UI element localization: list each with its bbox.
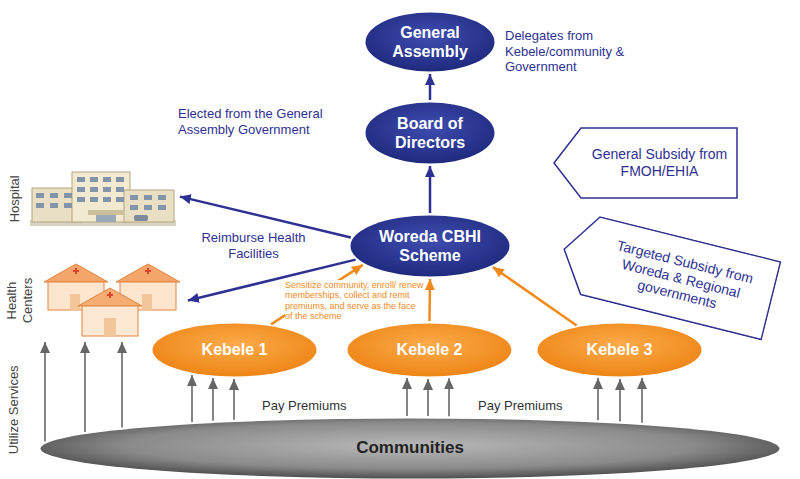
node-text: General Assembly <box>380 23 480 61</box>
flow-arrow <box>429 166 432 213</box>
flow-arrow <box>212 378 214 421</box>
flow-arrow <box>406 378 408 416</box>
ellipse-shape <box>351 216 510 277</box>
ellipse-outline <box>350 215 510 277</box>
hospital-illustration <box>30 172 176 226</box>
ellipse-shape <box>153 324 317 377</box>
flow-arrow <box>191 375 193 422</box>
ellipse-shape <box>366 13 495 72</box>
flow-arrow <box>427 379 429 416</box>
flow-arrow <box>428 279 431 321</box>
node-text: Woreda CBHI Scheme <box>370 227 490 265</box>
flow-arrow <box>619 379 621 421</box>
node-text: Communities <box>260 438 560 458</box>
ellipse-outline <box>365 102 495 164</box>
flow-arrow <box>84 342 86 432</box>
node-text: General Subsidy from FMOH/EHIA <box>587 146 732 180</box>
health-centers-illustration <box>44 264 180 336</box>
kebele-ellipse: Kebele 3 <box>537 323 702 377</box>
note-text: Elected from the General Assembly Govern… <box>178 106 358 137</box>
axis-label: Utilize Services <box>6 350 22 470</box>
flow-arrow <box>597 378 599 420</box>
vertical-label: Health Centers <box>4 264 35 336</box>
assembly-ellipse: General Assembly <box>365 12 495 72</box>
vertical-label: Hospital <box>7 164 23 234</box>
node-text: Kebele 3 <box>555 340 685 359</box>
flow-arrow <box>448 378 450 416</box>
callout-shape <box>554 128 737 198</box>
node-text: Kebele 1 <box>170 340 300 359</box>
role-note: Sensitize community, enroll/ renew membe… <box>285 280 425 321</box>
node-text: Board of Directors <box>380 114 480 152</box>
subsidy-callout: Targeted Subsidy from Woreda & Regional … <box>553 209 781 341</box>
communities-ellipse: Communities <box>40 418 780 479</box>
flow-arrow <box>233 379 235 420</box>
hospital-node: Hospital <box>6 170 178 228</box>
node-text: Kebele 2 <box>365 340 495 359</box>
scheme-ellipse: Woreda CBHI Scheme <box>350 215 510 277</box>
flow-arrow <box>121 342 123 427</box>
ellipse-shape <box>41 419 780 479</box>
flow-arrow <box>641 378 643 423</box>
ellipse-shape <box>538 324 702 377</box>
edge-note: Reimburse Health Facilities <box>196 230 311 261</box>
flow-arrow <box>44 342 46 442</box>
callout-shape <box>554 210 780 339</box>
board-ellipse: Board of Directors <box>365 102 495 164</box>
flow-label: Pay Premiums <box>262 398 362 414</box>
flow-arrow <box>493 267 577 325</box>
flow-label: Pay Premiums <box>478 398 578 414</box>
kebele-ellipse: Kebele 2 <box>347 323 512 377</box>
subsidy-callout: General Subsidy from FMOH/EHIA <box>553 127 738 199</box>
health-centers-node: Health Centers <box>6 262 186 340</box>
ellipse-shape <box>366 103 495 164</box>
kebele-ellipse: Kebele 1 <box>152 323 317 377</box>
note-text: Delegates from Kebele/community & Govern… <box>505 28 695 75</box>
flow-arrow <box>429 74 432 100</box>
ellipse-outline <box>365 12 495 72</box>
ellipse-shape <box>348 324 512 377</box>
